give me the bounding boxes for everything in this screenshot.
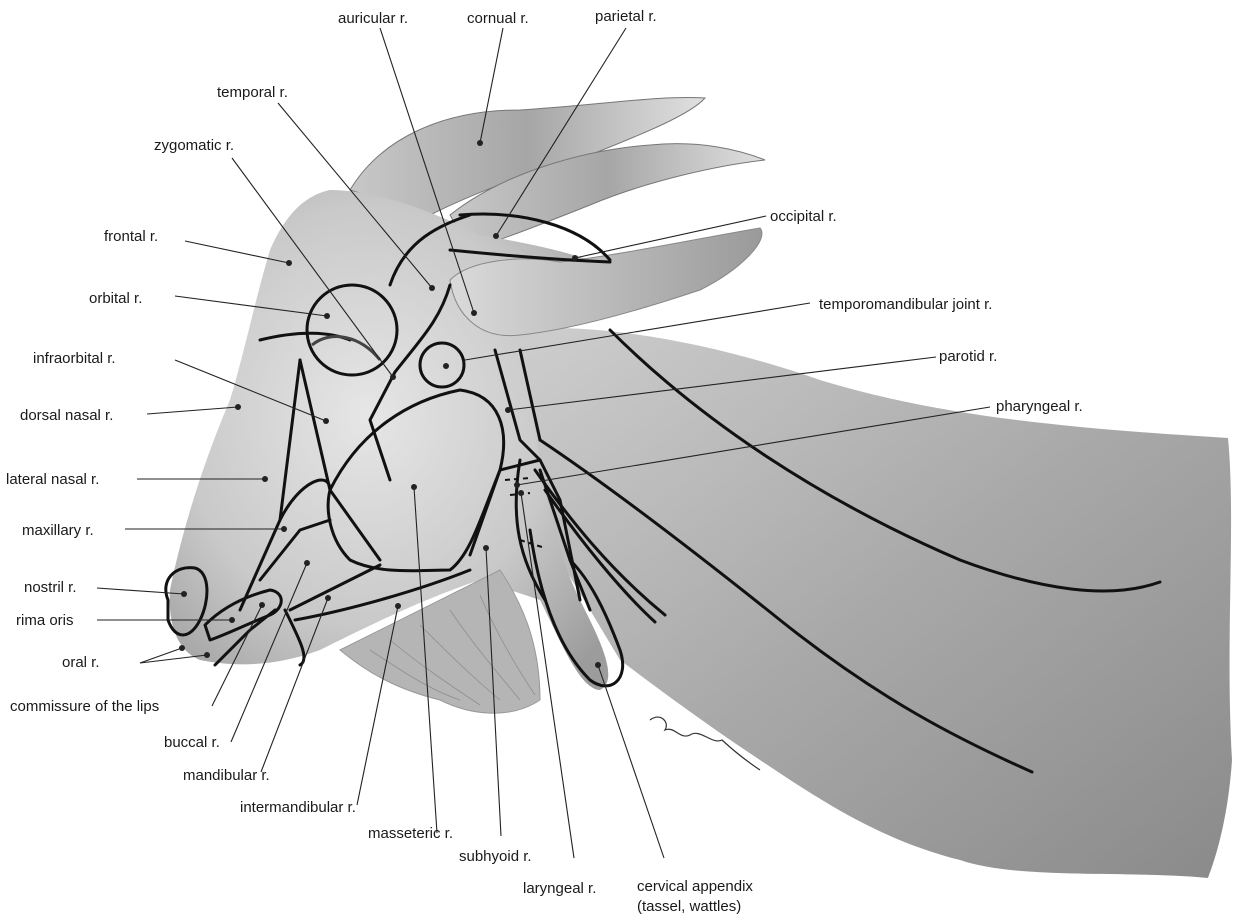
- label-oral: oral r.: [62, 654, 100, 671]
- label-cervical-appendix-line1: cervical appendix: [637, 878, 753, 895]
- label-zygomatic: zygomatic r.: [154, 137, 234, 154]
- label-temporomandibular: temporomandibular joint r.: [819, 296, 992, 313]
- label-subhyoid: subhyoid r.: [459, 848, 532, 865]
- neck-shape: [500, 328, 1232, 878]
- label-nostril: nostril r.: [24, 579, 77, 596]
- label-commissure: commissure of the lips: [10, 698, 159, 715]
- label-auricular: auricular r.: [338, 10, 408, 27]
- label-temporal: temporal r.: [217, 84, 288, 101]
- label-intermandibular: intermandibular r.: [240, 799, 356, 816]
- label-maxillary: maxillary r.: [22, 522, 94, 539]
- label-pharyngeal: pharyngeal r.: [996, 398, 1083, 415]
- label-rima-oris: rima oris: [16, 612, 74, 629]
- label-orbital: orbital r.: [89, 290, 142, 307]
- label-mandibular: mandibular r.: [183, 767, 270, 784]
- label-masseteric: masseteric r.: [368, 825, 453, 842]
- label-lateral-nasal: lateral nasal r.: [6, 471, 99, 488]
- label-cervical-appendix-line2: (tassel, wattles): [637, 898, 741, 915]
- label-buccal: buccal r.: [164, 734, 220, 751]
- label-cornual: cornual r.: [467, 10, 529, 27]
- label-parotid: parotid r.: [939, 348, 997, 365]
- label-parietal: parietal r.: [595, 8, 657, 25]
- label-frontal: frontal r.: [104, 228, 158, 245]
- label-infraorbital: infraorbital r.: [33, 350, 116, 367]
- label-dorsal-nasal: dorsal nasal r.: [20, 407, 113, 424]
- label-occipital: occipital r.: [770, 208, 837, 225]
- label-laryngeal: laryngeal r.: [523, 880, 596, 897]
